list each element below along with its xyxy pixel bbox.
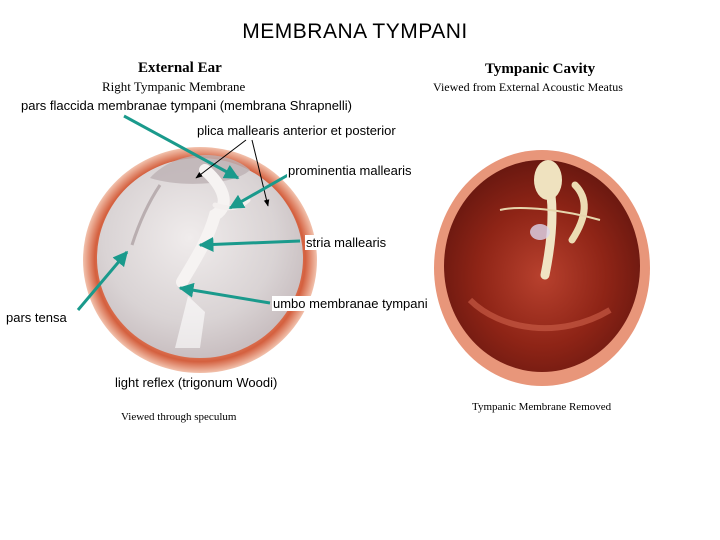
label-pars-tensa: pars tensa (5, 310, 68, 325)
label-prominentia-mallearis: prominentia mallearis (287, 163, 413, 178)
label-pars-flaccida: pars flaccida membranae tympani (membran… (20, 98, 353, 113)
left-panel-heading: External Ear (138, 60, 222, 76)
tympanic-membrane-drawing (83, 147, 317, 373)
page-title: MEMBRANA TYMPANI (242, 20, 468, 43)
label-plica-mallearis: plica mallearis anterior et posterior (196, 123, 397, 138)
pointer-arrows (76, 114, 301, 311)
label-umbo: umbo membranae tympani (272, 296, 429, 311)
label-light-reflex: light reflex (trigonum Woodi) (114, 375, 279, 390)
left-panel-subheading: Right Tympanic Membrane (102, 79, 246, 94)
label-stria-mallearis: stria mallearis (305, 235, 388, 250)
tympanic-cavity-drawing (434, 150, 650, 386)
right-panel-caption: Tympanic Membrane Removed (472, 401, 612, 413)
right-panel-subheading: Viewed from External Acoustic Meatus (433, 80, 623, 94)
right-panel-heading: Tympanic Cavity (485, 61, 596, 77)
left-panel-caption: Viewed through speculum (121, 411, 237, 423)
